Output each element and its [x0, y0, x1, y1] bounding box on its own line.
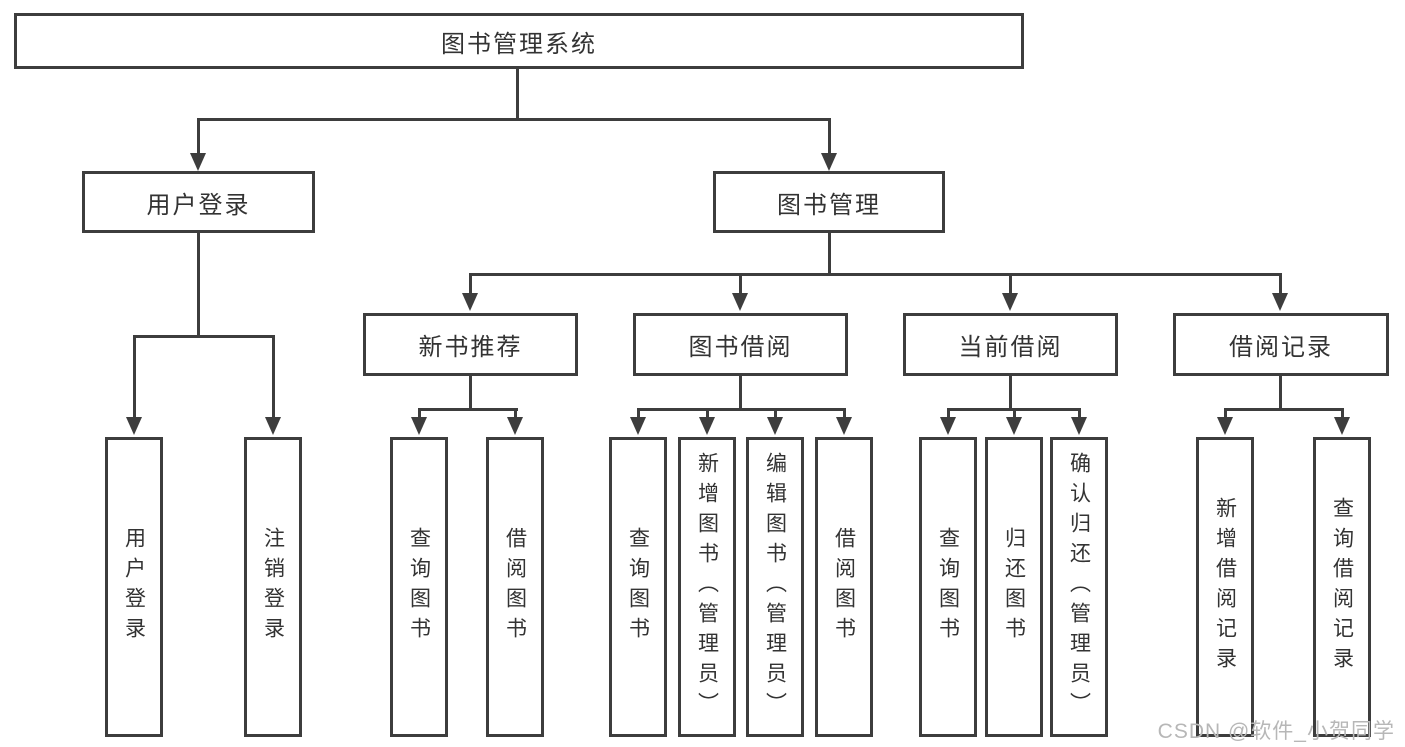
leaf-borrow-borrow-books-label: 借阅图书	[832, 527, 856, 647]
node-root-system: 图书管理系统	[14, 13, 1024, 69]
node-current-borrow-label: 当前借阅	[958, 334, 1063, 361]
connector-new-rec-split	[418, 408, 518, 411]
arrow-down-icon	[940, 417, 956, 435]
node-user-login-label: 用户登录	[146, 191, 251, 219]
leaf-newrec-query-books-label: 查询图书	[407, 527, 431, 647]
connector-drop-leaf-logout	[272, 335, 275, 419]
leaf-records-query-record: 查询借阅记录	[1313, 437, 1371, 737]
arrow-down-icon	[1071, 417, 1087, 435]
node-book-management-label: 图书管理	[777, 191, 881, 219]
leaf-borrow-query-books-label: 查询图书	[626, 527, 650, 647]
arrow-down-icon	[1334, 417, 1350, 435]
arrow-down-icon	[126, 417, 142, 435]
leaf-records-add-record: 新增借阅记录	[1196, 437, 1254, 737]
leaf-user-login: 用户登录	[105, 437, 163, 737]
arrow-down-icon	[462, 293, 478, 311]
connector-root-stem	[516, 68, 519, 118]
connector-drop	[1224, 408, 1227, 419]
connector-drop	[1078, 408, 1081, 419]
arrow-down-icon	[767, 417, 783, 435]
connector-drop-leaf-login	[133, 335, 136, 419]
leaf-current-return-books: 归还图书	[985, 437, 1043, 737]
arrow-down-icon	[630, 417, 646, 435]
connector-drop-current	[1009, 273, 1012, 295]
connector-drop	[637, 408, 640, 419]
node-book-borrow: 图书借阅	[633, 313, 848, 376]
arrow-down-icon	[190, 153, 206, 171]
arrow-down-icon	[699, 417, 715, 435]
connector-drop-new-rec	[469, 273, 472, 295]
node-borrow-records: 借阅记录	[1173, 313, 1389, 376]
node-new-book-recommend: 新书推荐	[363, 313, 578, 376]
arrow-down-icon	[732, 293, 748, 311]
leaf-borrow-add-books-admin: 新增图书（管理员）	[678, 437, 736, 737]
leaf-newrec-borrow-books-label: 借阅图书	[503, 527, 527, 647]
connector-drop	[514, 408, 517, 419]
node-borrow-records-label: 借阅记录	[1229, 334, 1333, 361]
leaf-current-confirm-return-admin-label: 确认归还（管理员）	[1067, 452, 1091, 722]
leaf-borrow-edit-books-admin-label: 编辑图书（管理员）	[763, 452, 787, 722]
leaf-current-query-books-label: 查询图书	[936, 527, 960, 647]
connector-user-login-split	[133, 335, 275, 338]
leaf-records-query-record-label: 查询借阅记录	[1330, 497, 1354, 677]
connector-drop	[1013, 408, 1016, 419]
connector-book-mgmt-split	[469, 273, 1282, 276]
connector-records-stem	[1279, 375, 1282, 408]
node-book-borrow-label: 图书借阅	[688, 334, 793, 361]
node-user-login: 用户登录	[82, 171, 315, 233]
connector-drop	[1341, 408, 1344, 419]
arrow-down-icon	[411, 417, 427, 435]
connector-new-rec-stem	[469, 375, 472, 408]
arrow-down-icon	[836, 417, 852, 435]
leaf-borrow-borrow-books: 借阅图书	[815, 437, 873, 737]
arrow-down-icon	[507, 417, 523, 435]
leaf-newrec-query-books: 查询图书	[390, 437, 448, 737]
arrow-down-icon	[1006, 417, 1022, 435]
node-root-label: 图书管理系统	[441, 30, 597, 58]
leaf-current-confirm-return-admin: 确认归还（管理员）	[1050, 437, 1108, 737]
connector-book-mgmt-stem	[828, 232, 831, 273]
node-book-management: 图书管理	[713, 171, 945, 233]
connector-drop-records	[1279, 273, 1282, 295]
arrow-down-icon	[821, 153, 837, 171]
leaf-newrec-borrow-books: 借阅图书	[486, 437, 544, 737]
connector-user-login-stem	[197, 232, 200, 335]
arrow-down-icon	[1217, 417, 1233, 435]
connector-drop	[706, 408, 709, 419]
connector-drop-borrow	[739, 273, 742, 295]
connector-borrow-stem	[739, 375, 742, 408]
connector-drop-book-mgmt	[828, 118, 831, 155]
connector-drop	[774, 408, 777, 419]
arrow-down-icon	[1002, 293, 1018, 311]
connector-current-stem	[1009, 375, 1012, 408]
node-new-book-recommend-label: 新书推荐	[418, 334, 523, 361]
connector-borrow-split	[637, 408, 846, 411]
leaf-logout-label: 注销登录	[261, 527, 285, 647]
leaf-borrow-add-books-admin-label: 新增图书（管理员）	[695, 452, 719, 722]
connector-drop	[947, 408, 950, 419]
connector-drop	[843, 408, 846, 419]
connector-drop	[418, 408, 421, 419]
leaf-current-query-books: 查询图书	[919, 437, 977, 737]
leaf-borrow-query-books: 查询图书	[609, 437, 667, 737]
arrow-down-icon	[265, 417, 281, 435]
connector-records-split	[1224, 408, 1344, 411]
leaf-current-return-books-label: 归还图书	[1002, 527, 1026, 647]
leaf-records-add-record-label: 新增借阅记录	[1213, 497, 1237, 677]
csdn-watermark: CSDN @软件_小贺同学	[1157, 720, 1395, 743]
connector-drop-user-login	[197, 118, 200, 155]
leaf-user-login-label: 用户登录	[122, 527, 146, 647]
connector-root-split	[197, 118, 831, 121]
leaf-borrow-edit-books-admin: 编辑图书（管理员）	[746, 437, 804, 737]
leaf-logout: 注销登录	[244, 437, 302, 737]
arrow-down-icon	[1272, 293, 1288, 311]
node-current-borrow: 当前借阅	[903, 313, 1118, 376]
